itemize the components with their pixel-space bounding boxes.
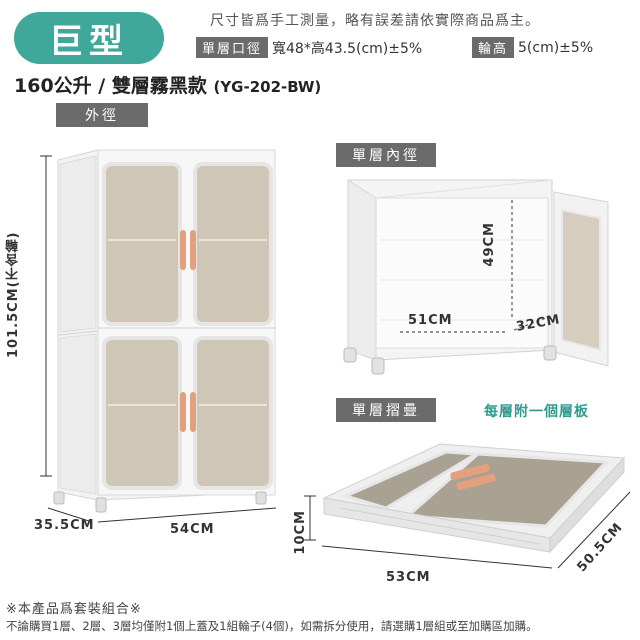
folded-height-label: 10CM	[293, 510, 308, 555]
outer-depth-label: 35.5CM	[34, 518, 95, 533]
spec-wheel: 輪高 5(cm)±5%	[472, 37, 593, 58]
spec-wheel-value: 5(cm)±5%	[518, 39, 594, 56]
spec-opening: 單層口徑 寬48*高43.5(cm)±5%	[196, 37, 422, 58]
outer-width-label: 54CM	[170, 522, 215, 537]
outer-height-label: 101.5CM(不含輪)	[6, 231, 21, 359]
inner-width-label: 51CM	[408, 313, 453, 328]
folded-width-label: 53CM	[386, 570, 431, 585]
footer-purchase-notice: 不論購買1層、2層、3層均僅附1個上蓋及1組輪子(4個)，如需拆分使用，請選購1…	[6, 619, 538, 633]
outer-cabinet-illustration	[40, 149, 277, 523]
shelf-note: 每層附一個層板	[484, 404, 589, 420]
footer-set-notice: ※本產品爲套裝組合※	[6, 602, 142, 617]
folded-tag: 單層摺疊	[336, 398, 436, 422]
outer-tag: 外徑	[56, 103, 148, 127]
inner-layer-illustration	[343, 179, 609, 375]
model-code: (YG-202-BW)	[213, 78, 322, 96]
inner-height-label: 49CM	[482, 222, 497, 267]
inner-tag: 單層內徑	[336, 143, 436, 167]
folded-layer-illustration	[304, 443, 631, 569]
model-title: 160公升 / 雙層霧黑款 (YG-202-BW)	[14, 71, 321, 98]
size-badge: 巨型	[14, 12, 164, 64]
spec-wheel-tag: 輪高	[472, 37, 515, 58]
spec-opening-tag: 單層口徑	[196, 37, 269, 58]
model-name: 160公升 / 雙層霧黑款	[14, 75, 207, 97]
measurement-note: 尺寸皆爲手工測量，略有誤差請依實際商品爲主。	[210, 13, 540, 29]
spec-opening-value: 寬48*高43.5(cm)±5%	[272, 40, 423, 57]
